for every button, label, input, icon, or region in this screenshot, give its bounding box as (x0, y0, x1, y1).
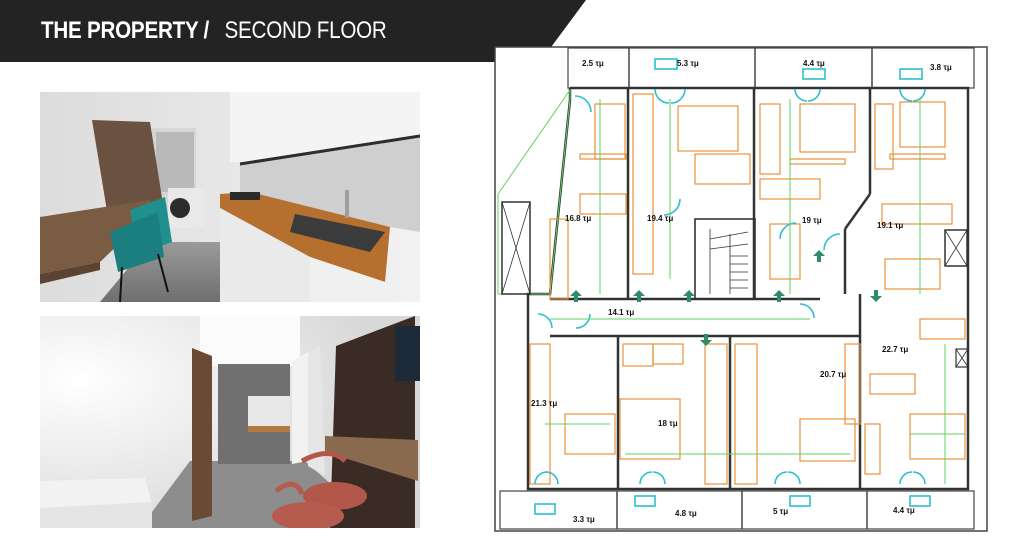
page-header: THE PROPERTY / SECOND FLOOR (0, 0, 600, 62)
kitchen-render-photo (40, 92, 420, 302)
apartment-area-label: 16.8 τμ (565, 214, 591, 223)
balcony-area-label: 5 τμ (773, 507, 788, 516)
balcony-area-label: 3.3 τμ (573, 515, 595, 524)
apartment-area-label: 14.1 τμ (608, 308, 634, 317)
page-title-section: THE PROPERTY / (41, 17, 210, 44)
balcony-area-label: 4.4 τμ (893, 506, 915, 515)
apartment-area-label: 22.7 τμ (882, 345, 908, 354)
floor-plan-drawing: 2.5 τμ 5.3 τμ 4.4 τμ 3.8 τμ 3.3 τμ 4.8 τ… (494, 46, 988, 532)
apartment-area-label: 18 τμ (658, 419, 678, 428)
page-title: THE PROPERTY / SECOND FLOOR (41, 17, 387, 45)
balcony-area-label: 3.8 τμ (930, 63, 952, 72)
header-banner-shape (0, 0, 586, 62)
apartment-area-label: 19.1 τμ (877, 221, 903, 230)
studio-render-photo (40, 316, 420, 528)
balcony-area-label: 2.5 τμ (582, 59, 604, 68)
balcony-area-label: 4.4 τμ (803, 59, 825, 68)
apartment-area-label: 19 τμ (802, 216, 822, 225)
apartment-area-label: 20.7 τμ (820, 370, 846, 379)
balcony-area-label: 4.8 τμ (675, 509, 697, 518)
floor-plan: 2.5 τμ 5.3 τμ 4.4 τμ 3.8 τμ 3.3 τμ 4.8 τ… (490, 44, 990, 534)
apartment-area-label: 21.3 τμ (531, 399, 557, 408)
balcony-area-label: 5.3 τμ (677, 59, 699, 68)
page-title-floor: SECOND FLOOR (224, 17, 387, 44)
apartment-area-label: 19.4 τμ (647, 214, 673, 223)
